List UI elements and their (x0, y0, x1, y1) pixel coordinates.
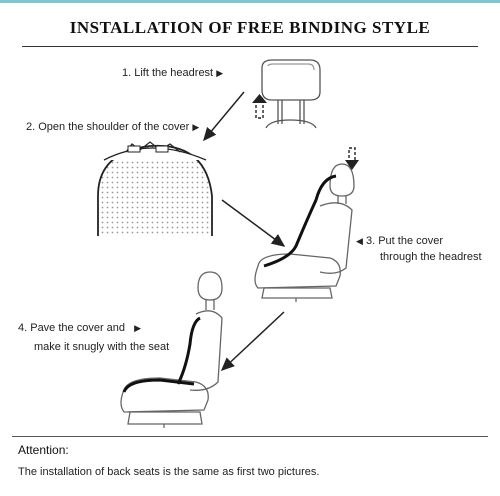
seat-step3-illustration (254, 163, 355, 302)
step-2-label: 2. Open the shoulder of the cover ▶ (26, 121, 199, 133)
step-1-label: 1. Lift the headrest ▶ (122, 67, 223, 79)
arrow-step2-to-step3 (221, 199, 286, 247)
title-divider (22, 46, 478, 47)
step-3-pointer-icon: ◀ (356, 236, 363, 246)
attention-divider (12, 436, 488, 437)
attention-title: Attention: (18, 443, 69, 457)
page-title: INSTALLATION OF FREE BINDING STYLE (69, 18, 431, 37)
top-accent-rule (0, 0, 500, 3)
step-3-label-line2: through the headrest (380, 251, 482, 263)
step-4-label: 4. Pave the cover and ▶ (18, 322, 141, 334)
attention-text: The installation of back seats is the sa… (18, 466, 320, 478)
cover-shoulder-illustration (97, 141, 213, 236)
step-1-pointer-icon: ▶ (216, 68, 224, 78)
step-4-pointer-icon: ▶ (134, 323, 141, 333)
headrest-illustration (261, 59, 321, 129)
flow-arrows (203, 91, 286, 372)
cover-step3 (263, 174, 337, 268)
step-2-pointer-icon: ▶ (192, 122, 200, 132)
up-arrow-icon (252, 94, 267, 119)
step-2-text: 2. Open the shoulder of the cover (26, 121, 190, 133)
arrow-step1-to-step2 (203, 91, 245, 142)
down-arrow-icon (345, 147, 359, 170)
cover-step4 (122, 316, 201, 393)
seat-step4-illustration (120, 271, 223, 428)
step-3-text-line1: 3. Put the cover (365, 235, 444, 247)
step-1-text: 1. Lift the headrest (122, 67, 214, 79)
step-3-label: ◀ 3. Put the cover (356, 235, 443, 247)
step-4-text-line1: 4. Pave the cover and (18, 322, 126, 334)
step-4-label-line2: make it snugly with the seat (34, 341, 170, 353)
arrow-step3-to-step4 (220, 311, 285, 372)
